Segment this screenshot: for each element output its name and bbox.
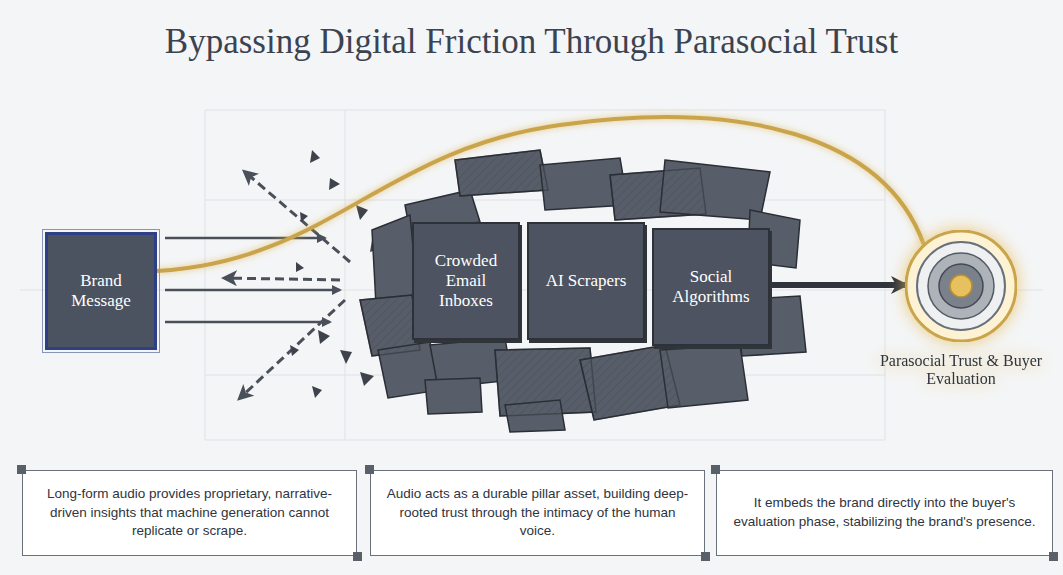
corner-mark: [365, 465, 374, 474]
node-text: Audio acts as a durable pillar asset, bu…: [385, 485, 690, 542]
caption-box: Long-form audio provides proprietary, na…: [22, 470, 357, 556]
corner-mark: [711, 465, 720, 474]
corner-mark: [701, 552, 710, 561]
source-box: Brand Message: [45, 232, 157, 350]
node-text: Social Algorithms: [660, 267, 762, 307]
caption-box: It embeds the brand directly into the bu…: [716, 470, 1053, 556]
deflected-arrows: [225, 172, 350, 398]
caption-box: Audio acts as a durable pillar asset, bu…: [370, 470, 705, 556]
corner-mark: [1049, 552, 1058, 561]
connector-arrow: [770, 282, 905, 288]
node-text: It embeds the brand directly into the bu…: [731, 494, 1038, 532]
rubble-wall: [360, 150, 806, 432]
target-label: Parasocial Trust & Buyer Evaluation: [876, 352, 1046, 388]
corner-mark: [17, 465, 26, 474]
node-text: Brand Message: [54, 271, 148, 311]
node-text: Long-form audio provides proprietary, na…: [37, 485, 342, 542]
barrier-block: Social Algorithms: [652, 228, 770, 346]
barrier-block: AI Scrapers: [527, 222, 645, 340]
corner-mark: [353, 552, 362, 561]
target-shape: [905, 230, 1017, 342]
target-circle: Parasocial Trust & Buyer Evaluation: [905, 230, 1017, 342]
node-text: Crowded Email Inboxes: [420, 251, 512, 311]
incoming-arrows: [165, 238, 340, 322]
diagram-title: Bypassing Digital Friction Through Paras…: [0, 22, 1063, 62]
barrier-block: Crowded Email Inboxes: [412, 222, 520, 340]
grid: [20, 110, 1043, 440]
node-text: AI Scrapers: [546, 271, 627, 291]
trust-path: [157, 117, 924, 271]
